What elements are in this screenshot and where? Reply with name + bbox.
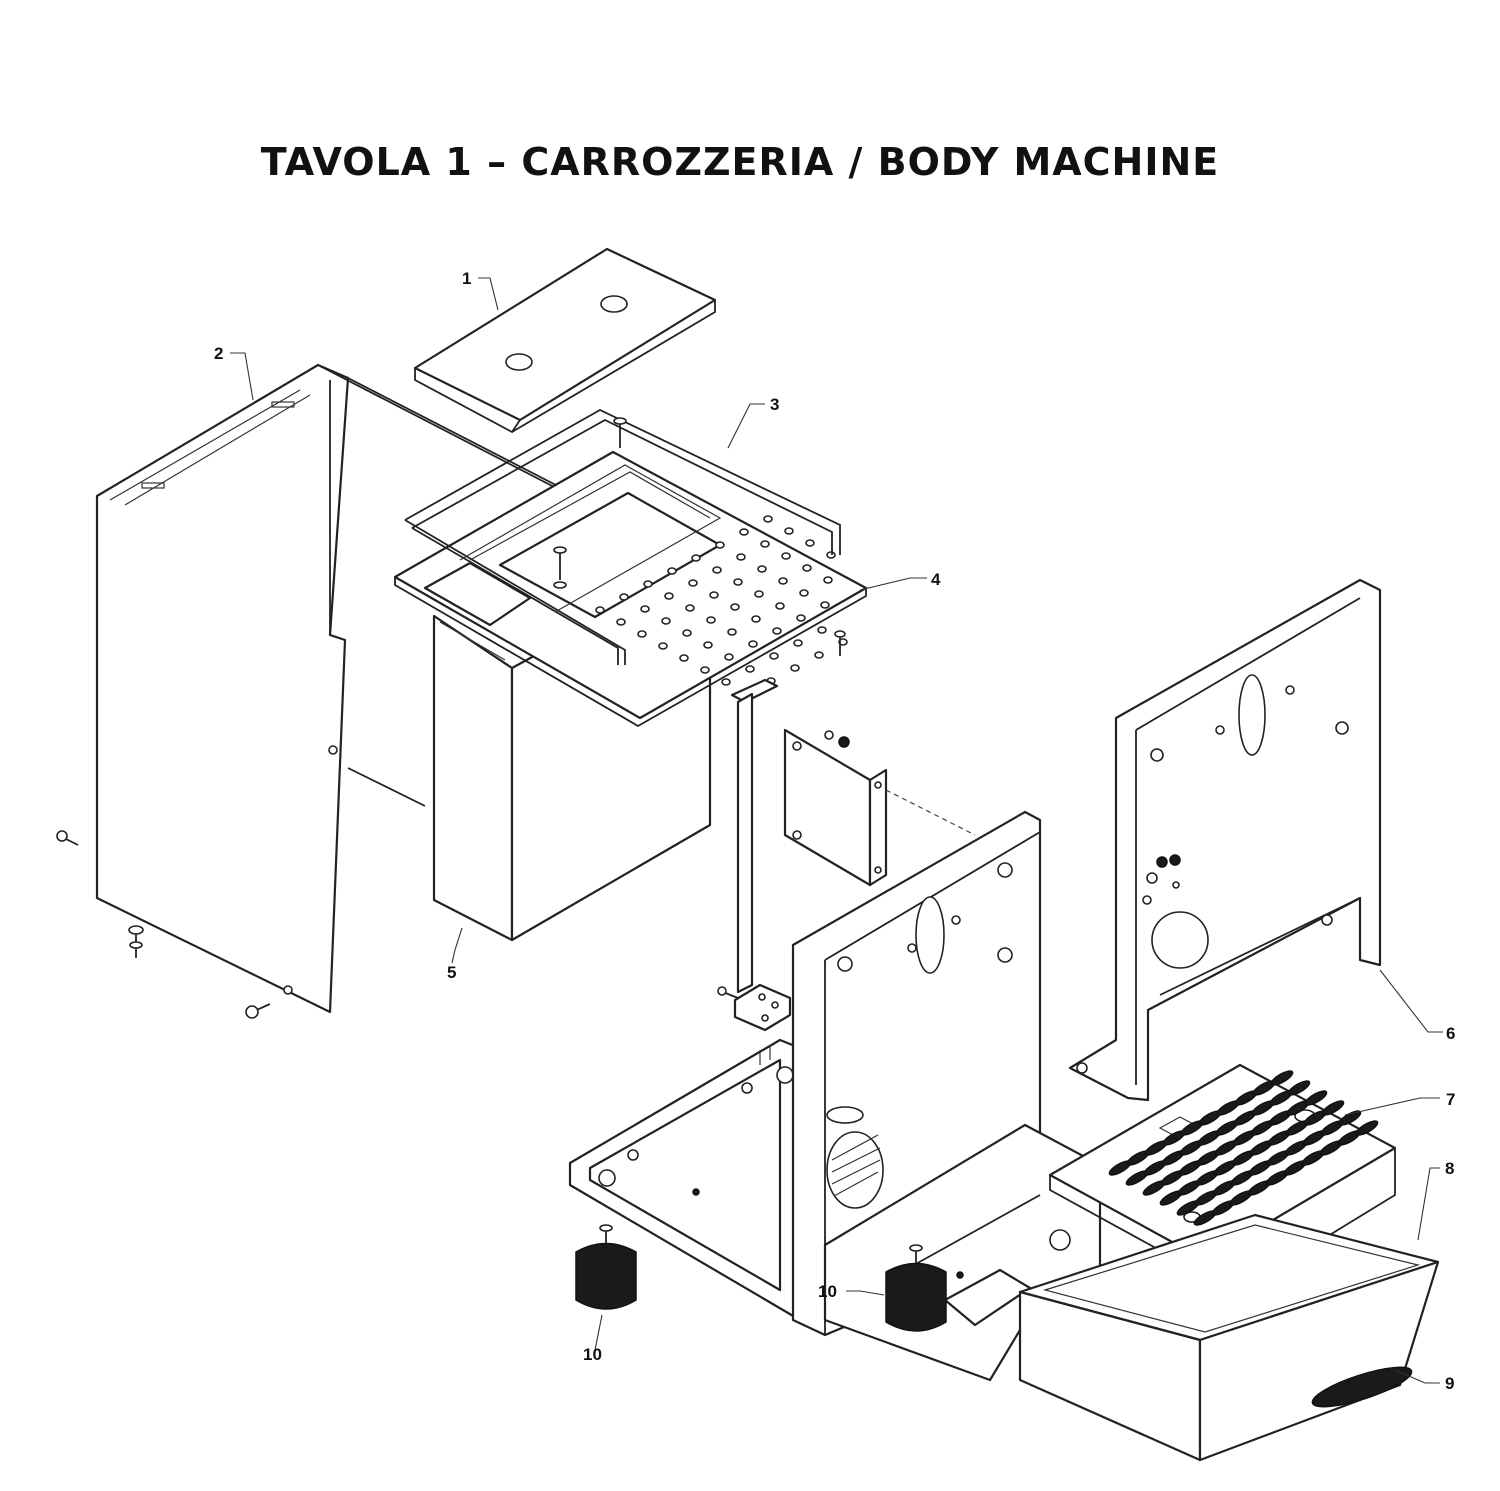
perforation-hole <box>691 554 701 562</box>
part-10-foot <box>885 1244 947 1332</box>
perforation-hole <box>745 665 755 673</box>
grid-slots <box>1108 1070 1379 1226</box>
perforation-hole <box>700 666 710 674</box>
drain-slot <box>1321 1100 1345 1116</box>
drain-slot <box>1304 1090 1328 1106</box>
perforation-hole <box>748 640 758 648</box>
perforation-hole <box>721 678 731 686</box>
perforation-hole <box>781 552 791 560</box>
perforation-hole <box>775 602 785 610</box>
perforation-hole <box>751 615 761 623</box>
callout-7: 7 <box>1446 1090 1455 1109</box>
perforation-hole <box>661 617 671 625</box>
screw-icon <box>128 925 144 958</box>
perforation-hole <box>772 627 782 635</box>
callout-leaders <box>230 277 1443 1384</box>
perforation-hole <box>826 551 836 559</box>
perforation-hole <box>703 641 713 649</box>
perforation-hole <box>640 605 650 613</box>
callout-2: 2 <box>214 344 223 363</box>
callout-8: 8 <box>1445 1159 1454 1178</box>
perforation-hole <box>763 515 773 523</box>
perforation-hole <box>682 629 692 637</box>
perforation-hole <box>712 566 722 574</box>
drain-slot <box>1270 1070 1294 1086</box>
perforation-hole <box>778 577 788 585</box>
drain-slot <box>1355 1120 1379 1136</box>
perforation-hole <box>754 590 764 598</box>
perforation-hole <box>709 591 719 599</box>
screw-icon <box>613 417 627 448</box>
perforation-hole <box>769 652 779 660</box>
part-6-rear-panel <box>1068 578 1382 1102</box>
callout-3: 3 <box>770 395 779 414</box>
screw-icon <box>56 830 79 846</box>
screw-icon <box>834 630 846 656</box>
perforation-hole <box>667 567 677 575</box>
perforation-hole <box>793 639 803 647</box>
callout-4: 4 <box>931 570 941 589</box>
screw-icon <box>553 546 567 589</box>
perforation-hole <box>739 528 749 536</box>
perforation-hole <box>805 539 815 547</box>
callout-6: 6 <box>1446 1024 1455 1043</box>
perforation-hole <box>760 540 770 548</box>
perforation-hole <box>733 578 743 586</box>
perforation-hole <box>679 654 689 662</box>
perforation-hole <box>799 589 809 597</box>
perforation-hole <box>838 638 848 646</box>
callout-10a: 10 <box>583 1345 602 1364</box>
drain-slot <box>1287 1080 1311 1096</box>
perforation-hole <box>619 593 629 601</box>
part-1-top-cover <box>413 247 717 434</box>
perforation-hole <box>688 579 698 587</box>
perforation-hole <box>727 628 737 636</box>
perforation-hole <box>616 618 626 626</box>
perforation-hole <box>802 564 812 572</box>
perforation-hole <box>823 576 833 584</box>
perforation-hole <box>817 626 827 634</box>
part-7-drip-grid <box>1048 1063 1397 1307</box>
perforation-hole <box>706 616 716 624</box>
callout-9: 9 <box>1445 1374 1454 1393</box>
callout-10b: 10 <box>818 1282 837 1301</box>
perforation-hole <box>643 580 653 588</box>
screw-icon <box>245 1003 271 1019</box>
support-bracket <box>717 678 792 1032</box>
part-9-oval-badge <box>1311 1366 1413 1408</box>
tray-holes <box>595 515 848 698</box>
perforation-hole <box>736 553 746 561</box>
screw-icon <box>717 986 739 999</box>
part-8-drip-tray <box>1018 1213 1440 1462</box>
perforation-hole <box>658 642 668 650</box>
perforation-hole <box>820 601 830 609</box>
diagram-title: TAVOLA 1 – CARROZZERIA / BODY MACHINE <box>260 140 1220 184</box>
part-2-side-cover <box>56 363 586 1019</box>
perforation-hole <box>757 565 767 573</box>
perforation-hole <box>664 592 674 600</box>
callout-5: 5 <box>447 963 456 982</box>
callout-1: 1 <box>462 269 471 288</box>
perforation-hole <box>715 541 725 549</box>
perforation-hole <box>730 603 740 611</box>
perforation-hole <box>685 604 695 612</box>
perforation-hole <box>637 630 647 638</box>
small-mounting-plate <box>783 728 976 887</box>
perforation-hole <box>784 527 794 535</box>
perforation-hole <box>724 653 734 661</box>
part-10-foot <box>575 1224 637 1310</box>
perforation-hole <box>796 614 806 622</box>
perforation-hole <box>790 664 800 672</box>
perforation-hole <box>595 606 605 614</box>
perforation-hole <box>814 651 824 659</box>
part-3-cup-rail <box>404 408 846 665</box>
